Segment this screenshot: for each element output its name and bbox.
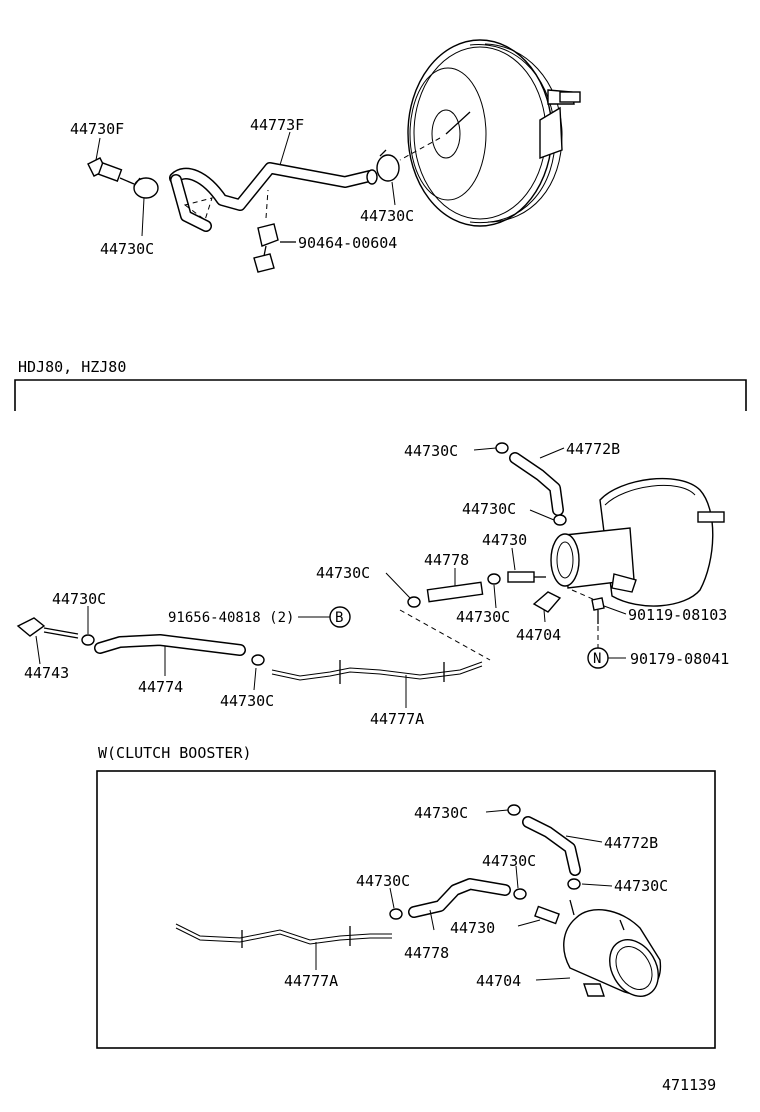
vacuum-hose-icon [522,816,581,876]
vacuum-tube-icon [271,660,483,684]
label-s1-hose-top: 44772B [566,440,620,458]
label-top-clamp-right: 44730C [360,207,414,225]
label-s1-pipe: 44778 [424,551,469,569]
hose-clamp-icon [507,804,521,816]
hose-clamp-icon [487,573,501,585]
check-valve-icon [507,571,546,583]
label-top-hose: 44773F [250,116,304,134]
label-s2-clamp-top: 44730C [414,804,468,822]
hose-clamp-icon [253,223,296,273]
vacuum-hose-icon [408,878,511,918]
label-s2-tube: 44777A [284,972,338,990]
hose-clamp-icon [513,888,527,900]
check-valve-icon [534,905,560,925]
clutch-booster-icon [563,899,662,997]
label-s1-bracket: 44704 [516,626,561,644]
label-s1-bolt: 90119-08103 [628,606,727,624]
vacuum-hose-icon [169,162,378,232]
vacuum-hose-icon [509,452,564,516]
label-s1-clamp-left: 44730C [52,590,106,608]
vacuum-hose-icon [426,581,484,603]
section-title-hdj80: HDJ80, HZJ80 [18,358,126,376]
label-s2-clamp-left: 44730C [356,872,410,890]
hose-clamp-icon [407,596,421,608]
label-s1-hose-long: 44774 [138,678,183,696]
label-s2-clamp-mid: 44730C [482,852,536,870]
label-s1-clip-spec: 91656-40818 (2) [168,610,294,626]
hose-clamp-icon [389,908,403,920]
marker-b: B [335,610,343,626]
label-top-clamp-left: 44730C [100,240,154,258]
label-s2-hose-top: 44772B [604,834,658,852]
check-valve-icon [87,157,135,185]
hose-clamp-icon [495,442,509,454]
hose-clamp-icon [376,149,400,182]
label-s2-pipe: 44778 [404,944,449,962]
hose-clamp-icon [567,878,581,890]
label-s1-valve: 44730 [482,531,527,549]
hose-clamp-icon [553,514,567,526]
label-top-check-valve: 44730F [70,120,124,138]
bracket-icon [532,591,562,613]
vacuum-hose-icon [94,634,246,656]
marker-n: N [593,651,601,667]
label-s1-clamp-top: 44730C [404,442,458,460]
label-s1-clamp-bottom: 44730C [220,692,274,710]
label-top-clip: 90464-00604 [298,234,397,252]
brake-booster-icon [407,39,581,227]
label-s2-clamp-right: 44730C [614,877,668,895]
label-s1-union: 44743 [24,664,69,682]
union-icon [16,617,79,639]
figure-number: 471139 [662,1076,716,1094]
hose-clamp-icon [251,654,265,666]
vacuum-tube-icon [175,923,392,948]
clutch-booster-frame [96,770,716,1049]
label-s1-nut: 90179-08041 [630,650,729,668]
label-s1-tube: 44777A [370,710,424,728]
label-s2-bracket: 44704 [476,972,521,990]
section-title-clutch-booster: W(CLUTCH BOOSTER) [98,744,252,762]
brake-booster-icon [550,477,725,607]
label-s1-clamp-mid: 44730C [462,500,516,518]
label-s1-clamp-pipe-left: 44730C [316,564,370,582]
label-s2-valve: 44730 [450,919,495,937]
hose-clamp-icon [133,177,159,199]
label-s1-clamp-pipe-right: 44730C [456,608,510,626]
hose-clamp-icon [81,634,95,646]
